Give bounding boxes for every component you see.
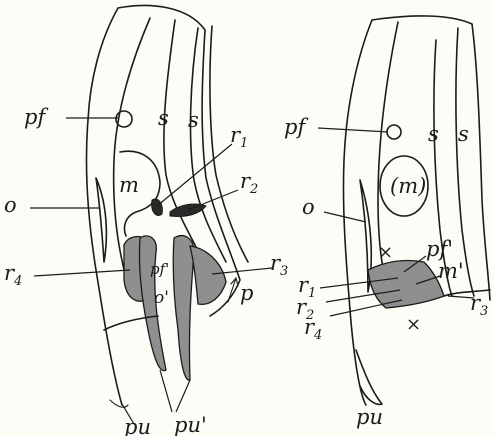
left-r1-process bbox=[152, 199, 163, 216]
left-label-s1: s bbox=[158, 106, 169, 130]
right-pf-leader bbox=[318, 128, 388, 132]
left-r2-leader bbox=[188, 190, 238, 210]
right-label-s1: s bbox=[428, 122, 439, 146]
right-label-m: (m) bbox=[390, 174, 426, 198]
left-pu-prime-leader-a bbox=[160, 370, 172, 412]
right-label-m-prime: m' bbox=[438, 259, 464, 283]
left-label-r4: r4 bbox=[4, 261, 22, 289]
left-r3-plate bbox=[190, 246, 226, 304]
left-label-r1: r1 bbox=[230, 123, 248, 151]
right-label-pf-prime: pf' bbox=[426, 237, 453, 261]
left-label-r3: r3 bbox=[270, 251, 288, 279]
left-label-pu: pu bbox=[124, 415, 151, 436]
right-panel: pf s s (m) o × pf' m' r1 r2 r4 r3 × pu bbox=[284, 16, 490, 429]
right-label-o: o bbox=[302, 195, 315, 219]
left-pu-prime-leader-b bbox=[176, 380, 190, 412]
left-pu-prime-process bbox=[173, 236, 194, 380]
left-o-slot bbox=[96, 178, 106, 262]
right-pf-foramen bbox=[387, 125, 401, 139]
right-spine-strut-2 bbox=[456, 28, 474, 296]
left-label-pf: pf bbox=[24, 105, 48, 129]
left-lower-edge bbox=[110, 400, 128, 407]
right-label-r3: r3 bbox=[470, 291, 488, 319]
left-r4-leader bbox=[34, 270, 130, 276]
right-label-r4: r4 bbox=[304, 315, 322, 343]
right-o-leader bbox=[324, 212, 366, 222]
right-label-pu: pu bbox=[356, 405, 383, 429]
right-hatched-block bbox=[368, 260, 444, 308]
left-label-pu-prime: pu' bbox=[174, 413, 207, 436]
left-label-m: m bbox=[119, 173, 139, 197]
left-panel: pf s s r1 m r2 o r3 r4 pf' o' p pu pu' bbox=[4, 6, 288, 436]
left-label-p: p bbox=[240, 281, 253, 305]
right-label-x-bottom: × bbox=[406, 314, 421, 335]
right-label-x-top: × bbox=[378, 242, 393, 263]
left-label-pf-prime: pf' bbox=[150, 260, 169, 278]
right-label-pf: pf bbox=[284, 115, 308, 139]
right-bone-outline bbox=[343, 16, 490, 405]
right-label-s2: s bbox=[458, 122, 469, 146]
left-label-o: o bbox=[4, 193, 17, 217]
left-label-s2: s bbox=[188, 108, 199, 132]
left-label-r2: r2 bbox=[240, 169, 258, 197]
right-pu-tail bbox=[356, 350, 382, 404]
left-label-o-prime: o' bbox=[154, 288, 169, 308]
left-bone-outline bbox=[86, 6, 240, 405]
